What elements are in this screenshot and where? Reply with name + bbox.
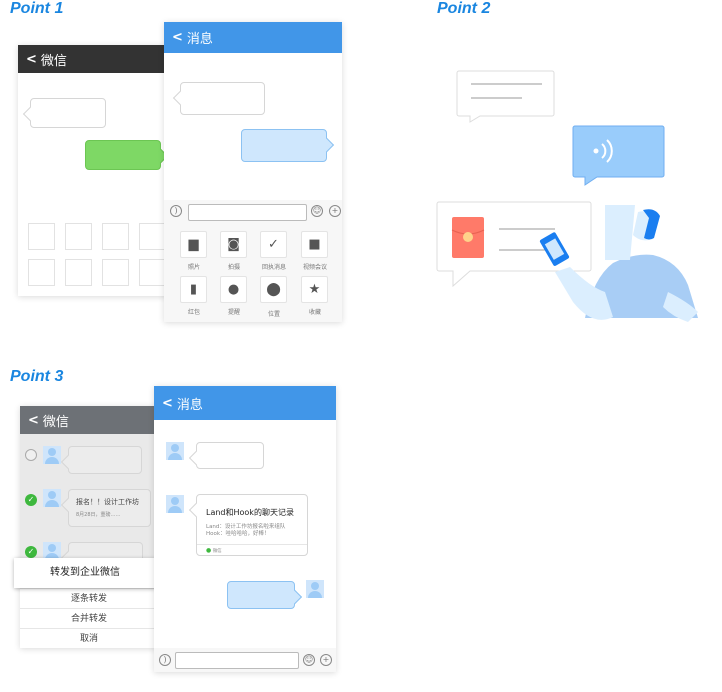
tool-label: 视频会议 bbox=[302, 264, 327, 271]
sent-bubble bbox=[85, 140, 161, 170]
point3-back-phone: <微信 ✓ 报名！！设计工作坊 8月28日，重磅…… ✓ 逐条转发 合并转发 取… bbox=[20, 406, 158, 648]
message-input[interactable] bbox=[175, 652, 299, 669]
avatar bbox=[166, 442, 184, 460]
point1-front-phone: <消息 ) ☺ + ▆ ◙ ✓ ■ 照片 拍摄 回执消息 视频会议 ▮ ● ⬤ … bbox=[164, 22, 342, 322]
header: <微信 bbox=[20, 406, 158, 434]
card-line: Land：设计工作坊报名啦来组队 bbox=[206, 524, 286, 530]
sent-bubble bbox=[241, 129, 327, 162]
point2-illustration bbox=[436, 70, 698, 322]
chat-record-card[interactable]: Land和Hook的聊天记录 Land：设计工作坊报名啦来组队 Hook：哇哈哈… bbox=[196, 494, 308, 556]
back-icon[interactable]: < bbox=[26, 51, 37, 67]
message-bubble bbox=[68, 446, 142, 474]
message-bubble: 报名！！设计工作坊 8月28日，重磅…… bbox=[68, 489, 151, 527]
image-icon[interactable]: ▆ bbox=[180, 231, 207, 258]
red-packet-icon[interactable]: ▮ bbox=[180, 276, 207, 303]
tool-label: 回执消息 bbox=[261, 264, 286, 271]
message-subtitle: 8月28日，重磅…… bbox=[76, 512, 121, 518]
voice-bubble-icon bbox=[572, 125, 665, 186]
star-icon[interactable]: ★ bbox=[301, 276, 328, 303]
check-icon[interactable]: ✓ bbox=[260, 231, 287, 258]
input-bar: ) ☺ + bbox=[154, 648, 336, 672]
red-packet-bubble-icon bbox=[436, 201, 592, 288]
selected-check-icon[interactable]: ✓ bbox=[25, 494, 37, 506]
sent-bubble bbox=[227, 581, 295, 609]
avatar bbox=[166, 495, 184, 513]
header: <消息 bbox=[154, 386, 336, 420]
received-bubble bbox=[196, 442, 264, 469]
camera-icon[interactable]: ◙ bbox=[220, 231, 247, 258]
avatar bbox=[306, 580, 324, 598]
forward-one-by-one[interactable]: 逐条转发 bbox=[20, 588, 158, 608]
clock-icon[interactable]: ● bbox=[220, 276, 247, 303]
emoji-icon[interactable]: ☺ bbox=[303, 654, 315, 666]
tool-label: 位置 bbox=[267, 311, 280, 318]
emoji-icon[interactable]: ☺ bbox=[311, 205, 323, 217]
cancel-button[interactable]: 取消 bbox=[20, 628, 158, 648]
point3-front-phone: <消息 Land和Hook的聊天记录 Land：设计工作坊报名啦来组队 Hook… bbox=[154, 386, 336, 672]
unselected-radio[interactable] bbox=[25, 449, 37, 461]
card-title: Land和Hook的聊天记录 bbox=[206, 508, 294, 517]
plus-icon[interactable]: + bbox=[320, 654, 332, 666]
card-source: 微信 bbox=[212, 549, 222, 554]
forward-merged[interactable]: 合并转发 bbox=[20, 608, 158, 628]
header: <微信 bbox=[18, 45, 168, 73]
point3-label: Point 3 bbox=[10, 368, 64, 385]
avatar bbox=[43, 489, 61, 507]
point2-label: Point 2 bbox=[437, 0, 491, 17]
header-title: 微信 bbox=[40, 53, 67, 69]
back-icon[interactable]: < bbox=[172, 30, 183, 45]
location-icon[interactable]: ⬤ bbox=[260, 276, 287, 303]
tool-label: 收藏 bbox=[308, 309, 321, 316]
person-illustration bbox=[539, 205, 698, 322]
card-line: Hook：哇哈哈哈，好棒！ bbox=[206, 531, 270, 537]
tool-label: 红包 bbox=[187, 309, 200, 316]
message-input[interactable] bbox=[188, 204, 307, 221]
wechat-icon: ● bbox=[206, 547, 212, 554]
avatar bbox=[43, 446, 61, 464]
point1-back-phone: <微信 bbox=[18, 45, 168, 296]
header: <消息 bbox=[164, 22, 342, 53]
back-icon[interactable]: < bbox=[162, 395, 173, 411]
avatar bbox=[43, 542, 61, 560]
received-bubble bbox=[180, 82, 265, 115]
selected-check-icon[interactable]: ✓ bbox=[25, 546, 37, 558]
video-icon[interactable]: ■ bbox=[301, 231, 328, 258]
input-panel: ) ☺ + bbox=[164, 200, 342, 322]
header-title: 微信 bbox=[42, 414, 69, 430]
voice-icon[interactable]: ) bbox=[170, 205, 182, 217]
back-icon[interactable]: < bbox=[28, 412, 39, 428]
header-title: 消息 bbox=[186, 32, 213, 47]
tool-label: 照片 bbox=[187, 264, 200, 271]
text-bubble-icon bbox=[456, 70, 555, 123]
voice-icon[interactable]: ) bbox=[159, 654, 171, 666]
plus-icon[interactable]: + bbox=[329, 205, 341, 217]
forward-sheet-title[interactable]: 转发到企业微信 bbox=[14, 558, 156, 588]
message-title: 报名！！设计工作坊 bbox=[76, 498, 139, 506]
header-title: 消息 bbox=[176, 397, 203, 413]
tool-label: 拍摄 bbox=[227, 264, 240, 271]
tool-label: 提醒 bbox=[227, 309, 240, 316]
point1-label: Point 1 bbox=[10, 0, 64, 17]
received-bubble bbox=[30, 98, 106, 128]
